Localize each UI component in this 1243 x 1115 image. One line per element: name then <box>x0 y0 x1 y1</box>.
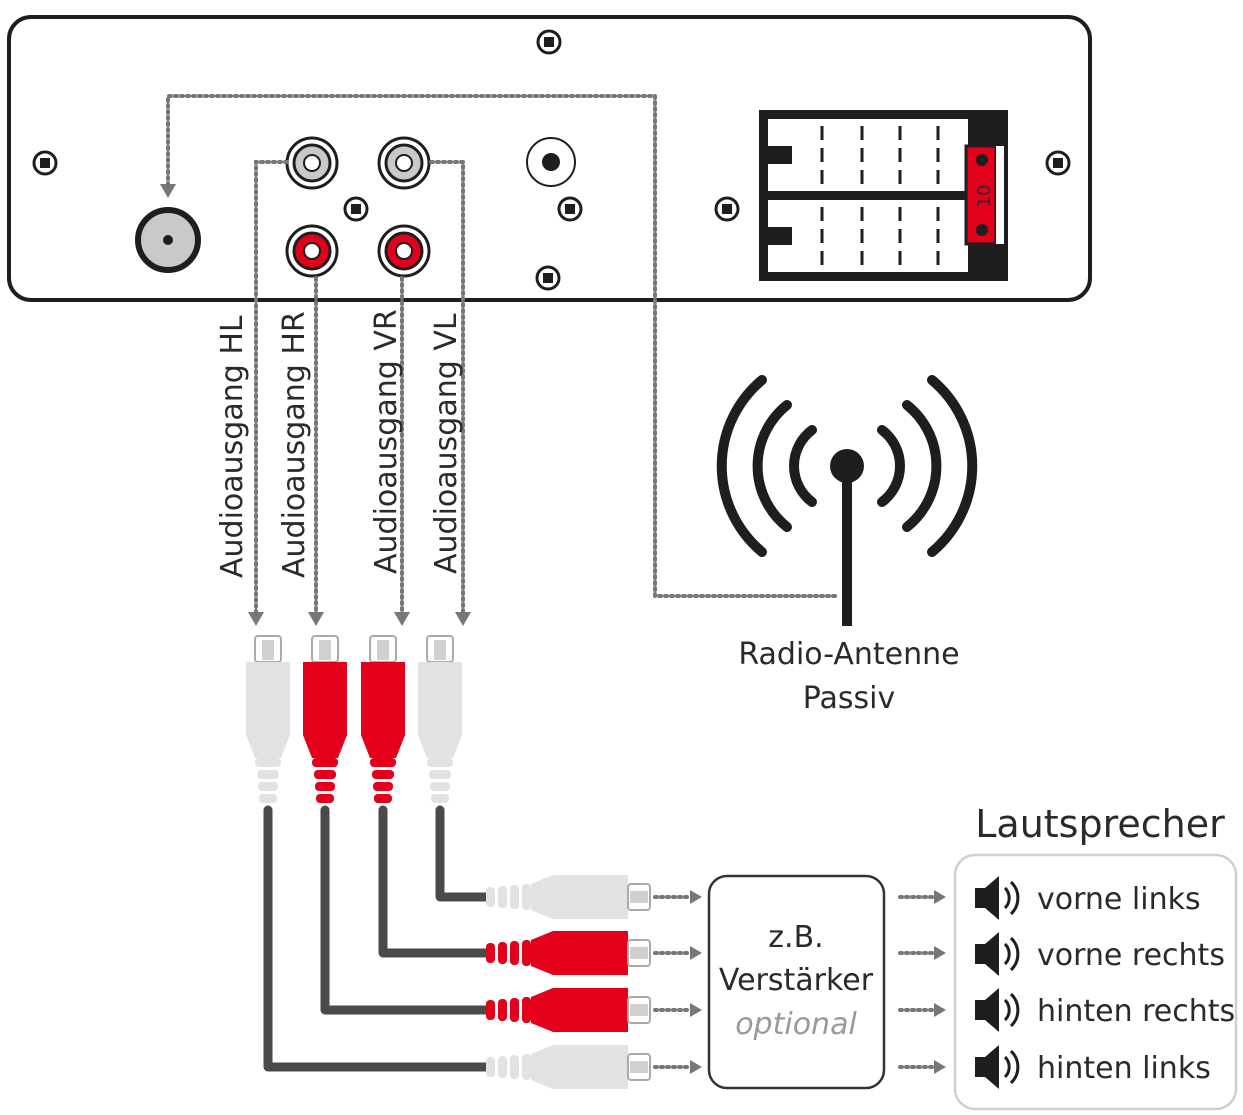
rca-jack-white-vl <box>377 136 431 190</box>
screw-icon <box>535 265 561 291</box>
label-audio-hl: Audioausgang HL <box>215 315 250 578</box>
rca-plug-red-hr-out <box>486 988 651 1032</box>
label-audio-vl: Audioausgang VL <box>429 313 464 574</box>
rca-jack-red-vr <box>377 224 431 278</box>
screw-icon <box>557 196 583 222</box>
antenna-icon <box>716 375 978 626</box>
amp-label-line3: optional <box>735 1007 857 1042</box>
aux-jack <box>526 137 576 187</box>
connector-mark: 10 <box>974 185 995 208</box>
rca-plug-white-hl <box>246 635 290 803</box>
screw-icon <box>343 196 369 222</box>
label-audio-hr: Audioausgang HR <box>277 311 312 578</box>
rca-jack-red-hr <box>285 224 339 278</box>
speakers-title: Lautsprecher <box>975 802 1225 846</box>
dotted-connections <box>160 94 946 1074</box>
speaker-row: hinten links <box>973 1043 1211 1091</box>
amp-label-line2: Verstärker <box>719 963 874 998</box>
output-labels: Audioausgang HL Audioausgang HR Audioaus… <box>215 309 464 578</box>
rca-jack-white-hl <box>285 136 339 190</box>
antenna-label-line2: Passiv <box>803 681 895 716</box>
speaker-label: vorne links <box>1037 882 1201 917</box>
screw-icon <box>32 150 58 176</box>
screw-icon <box>536 29 562 55</box>
label-audio-vr: Audioausgang VR <box>369 309 404 574</box>
speaker-label: vorne rechts <box>1037 938 1225 973</box>
iso-connector: 10 <box>759 110 1008 281</box>
speaker-row: hinten rechts <box>973 986 1235 1034</box>
rca-plug-red-hr <box>303 635 347 803</box>
antenna-label-line1: Radio-Antenne <box>738 637 959 672</box>
antenna-socket <box>135 207 201 273</box>
amplifier-box: z.B. Verstärker optional <box>707 874 886 1090</box>
speaker-row: vorne rechts <box>973 930 1225 978</box>
rca-plug-red-vr <box>361 635 405 803</box>
head-unit-panel: 10 <box>7 15 1092 302</box>
amp-label-line1: z.B. <box>768 920 823 955</box>
cables <box>263 805 495 1072</box>
speaker-box: vorne links vorne rechts hinten rechts h… <box>953 853 1238 1111</box>
rca-plug-white-vl <box>418 635 462 803</box>
speaker-label: hinten links <box>1037 1051 1211 1086</box>
rca-plug-white-vl-out <box>486 875 651 919</box>
speaker-row: vorne links <box>973 874 1201 922</box>
screw-icon <box>1045 150 1071 176</box>
rca-plug-white-hl-out <box>486 1045 651 1089</box>
rca-plug-red-vr-out <box>486 931 651 975</box>
speaker-label: hinten rechts <box>1037 994 1235 1029</box>
screw-icon <box>714 196 740 222</box>
